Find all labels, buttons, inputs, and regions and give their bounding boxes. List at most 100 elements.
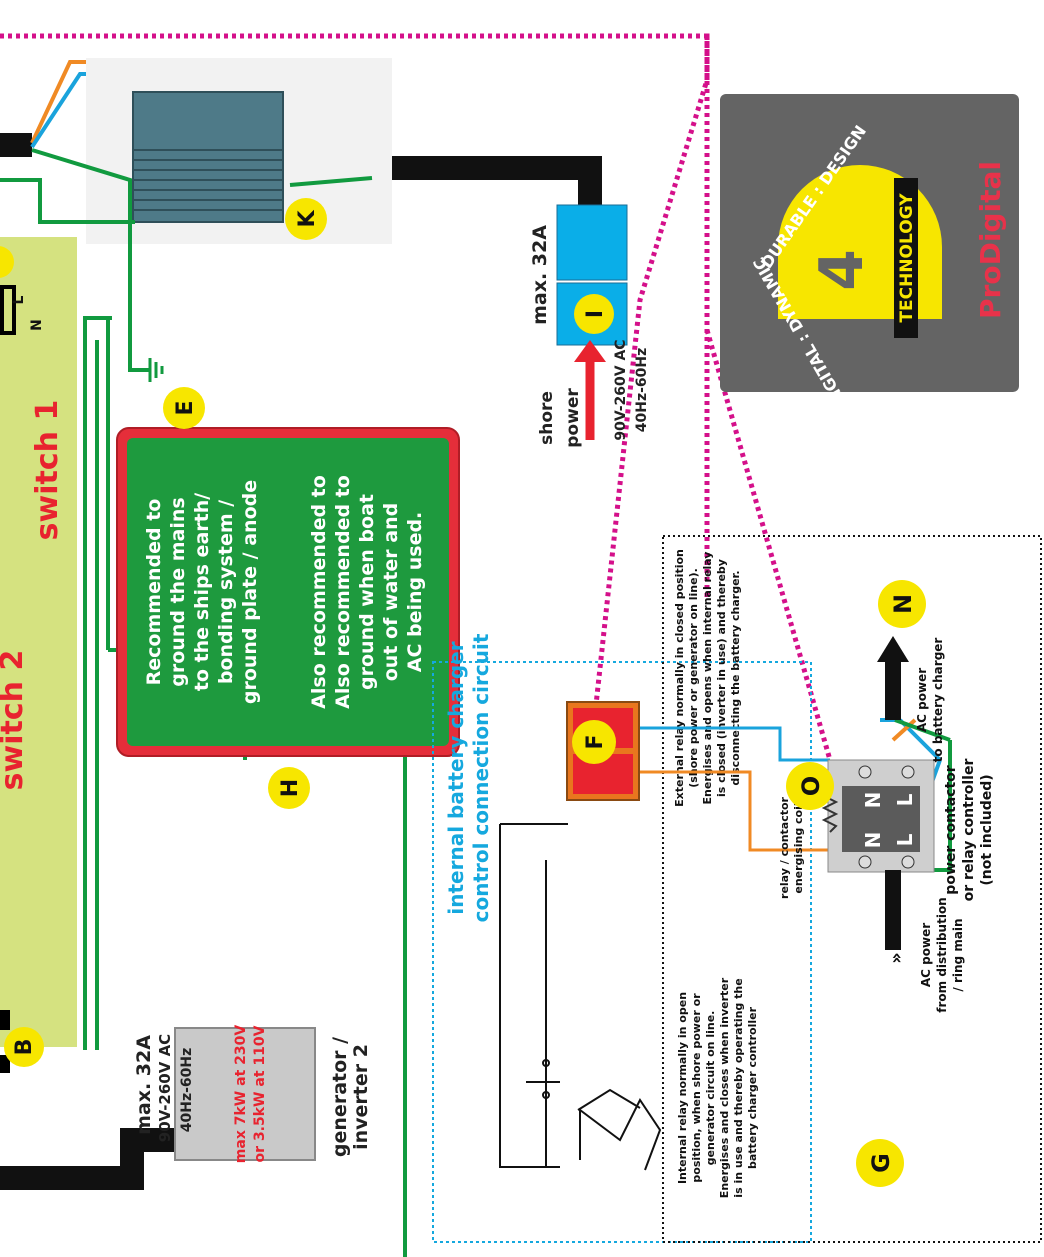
- external-note-line: External relay normally in closed positi…: [673, 549, 686, 807]
- badge-f-text: F: [583, 734, 608, 749]
- magenta-control-line-o: [704, 329, 833, 761]
- internal-relay-symbol: [499, 823, 662, 1171]
- shore-rating: max. 32A: [529, 225, 551, 325]
- contactor-l-bottom: L: [893, 833, 917, 846]
- ground-note-line: Also recommended to: [332, 475, 354, 709]
- switch-2-label: switch 2: [0, 650, 30, 791]
- charger-note-line: Internal relay normally in open: [676, 992, 689, 1184]
- ground-note-line: out of water and: [380, 503, 402, 682]
- badge-n: N: [878, 580, 926, 628]
- generator-power-2: or 3.5kW at 110V: [252, 1025, 268, 1162]
- badge-f: F: [572, 720, 616, 764]
- badge-i: I: [574, 294, 614, 334]
- shore-label-2: power: [563, 388, 583, 448]
- badge-g: G: [856, 1139, 904, 1187]
- shore-label-1: shore: [537, 391, 557, 445]
- charger-note-line: is in use and thereby operating the: [732, 978, 745, 1197]
- badge-i-text: I: [583, 310, 608, 318]
- badge-o-text: O: [797, 776, 825, 796]
- generator-power-1: max 7kW at 230V: [233, 1025, 249, 1164]
- logo-tech: TECHNOLOGY: [897, 193, 917, 323]
- ground-note-line: ground when boat: [356, 494, 378, 690]
- generator-cable: [0, 1128, 175, 1190]
- terminal-n-mark: N: [29, 319, 45, 331]
- logo-brand: ProDigital: [974, 161, 1007, 319]
- contactor-screws: [858, 765, 915, 869]
- coil-label-2: energising coil: [792, 802, 805, 893]
- badge-b: B: [4, 1027, 44, 1067]
- charger-note-line: generator circuit on line.: [704, 1011, 717, 1166]
- contactor-label-2: or relay controller: [961, 759, 977, 902]
- ac-in-label-1: AC power: [919, 923, 933, 987]
- switch-1-label: switch 1: [30, 400, 65, 541]
- charger-circuit-note: Internal relay normally in open position…: [676, 977, 759, 1198]
- contactor-n-bottom: N: [861, 832, 885, 849]
- badge-b-text: B: [12, 1039, 37, 1056]
- external-note-line: is closed (inverter in use) and thereby: [715, 559, 728, 797]
- badge-k-text: K: [295, 210, 320, 228]
- badge-e-text: E: [173, 400, 198, 415]
- badge-o: O: [786, 762, 834, 810]
- shore-spec-1: 90V-260V AC: [613, 339, 629, 440]
- charger-note-line: position, when shore power or: [690, 993, 703, 1183]
- generator-rating-3: 40Hz-60Hz: [179, 1048, 195, 1133]
- earth-symbol: [148, 358, 164, 382]
- logo-number: 4: [807, 249, 877, 291]
- badge-top-left: [0, 246, 14, 278]
- charger-circuit-title-2: control connection circuit: [469, 633, 493, 922]
- logo-tech-bar: [894, 178, 918, 338]
- switch-2-terminal-b: [0, 1055, 10, 1073]
- ground-note-line: bonding system /: [215, 500, 237, 684]
- n-terminal: [0, 285, 16, 335]
- generator-box: [174, 1027, 316, 1161]
- shore-inlet-top: [556, 204, 628, 281]
- coil-label-1: relay / contactor: [778, 796, 791, 899]
- badge-n-text: N: [889, 594, 917, 614]
- ground-note-line: ground the mains: [167, 497, 189, 686]
- charger-circuit-border: [432, 661, 812, 1243]
- external-note-line: (shore power or generator on line).: [687, 568, 700, 788]
- ground-note-gap: [268, 438, 328, 746]
- badge-k: K: [285, 198, 327, 240]
- magenta-control-line-f: [587, 36, 710, 761]
- external-relay-note: External relay normally in closed positi…: [673, 549, 742, 807]
- shore-cable: [370, 156, 602, 212]
- shore-spec-2: 40Hz-60Hz: [634, 348, 650, 433]
- external-note-line: disconnecting the battery charger.: [729, 570, 742, 785]
- generator-label-1: generator /: [329, 1037, 351, 1157]
- ac-out-label-1: AC power: [915, 668, 929, 732]
- external-relay-border: [662, 535, 1042, 1243]
- charger-circuit-title-1: internal battery charger: [444, 641, 468, 914]
- external-note-line: Energises and opens when internal relay: [701, 552, 714, 805]
- ground-note-para2-first: Also recommended to: [308, 475, 330, 709]
- contactor-label-1: power contactor: [943, 765, 959, 894]
- ac-in-label-2: from distribution: [935, 897, 949, 1012]
- ground-note-line: AC being used.: [404, 512, 426, 673]
- contactor-n-top: N: [861, 792, 885, 809]
- changeover-unit: [132, 91, 284, 223]
- ac-out-arrow: [877, 636, 909, 662]
- unit-fins: [133, 149, 283, 211]
- switch-panel: [0, 237, 77, 1047]
- generator-rating-2: 90V-260V AC: [156, 1034, 174, 1142]
- switch-2-terminal: [0, 1010, 10, 1030]
- ground-note-line: ground plate / anode: [239, 480, 261, 704]
- shore-arrow-head: [574, 340, 606, 362]
- ground-note-text: Recommended to ground the mains to the s…: [143, 475, 426, 709]
- badge-g-text: G: [867, 1153, 895, 1173]
- badge-h-text: H: [278, 779, 303, 797]
- terminal-l-mark: L: [11, 295, 27, 304]
- ground-note-line: to the ships earth/: [191, 493, 213, 691]
- ground-note-line: Recommended to: [143, 499, 165, 686]
- badge-h: H: [268, 767, 310, 809]
- ac-in-label-3: / ring main: [951, 918, 965, 991]
- badge-e: E: [163, 387, 205, 429]
- contactor-label-3: (not included): [979, 774, 995, 885]
- ac-in-chevrons: »: [886, 952, 907, 964]
- generator-rating-1: max. 32A: [133, 1035, 155, 1135]
- contactor-l-top: L: [893, 793, 917, 806]
- ac-out-label-2: to battery charger: [931, 638, 945, 763]
- charger-note-line: battery charger controller: [746, 1006, 759, 1169]
- generator-label-2: inverter 2: [350, 1044, 372, 1150]
